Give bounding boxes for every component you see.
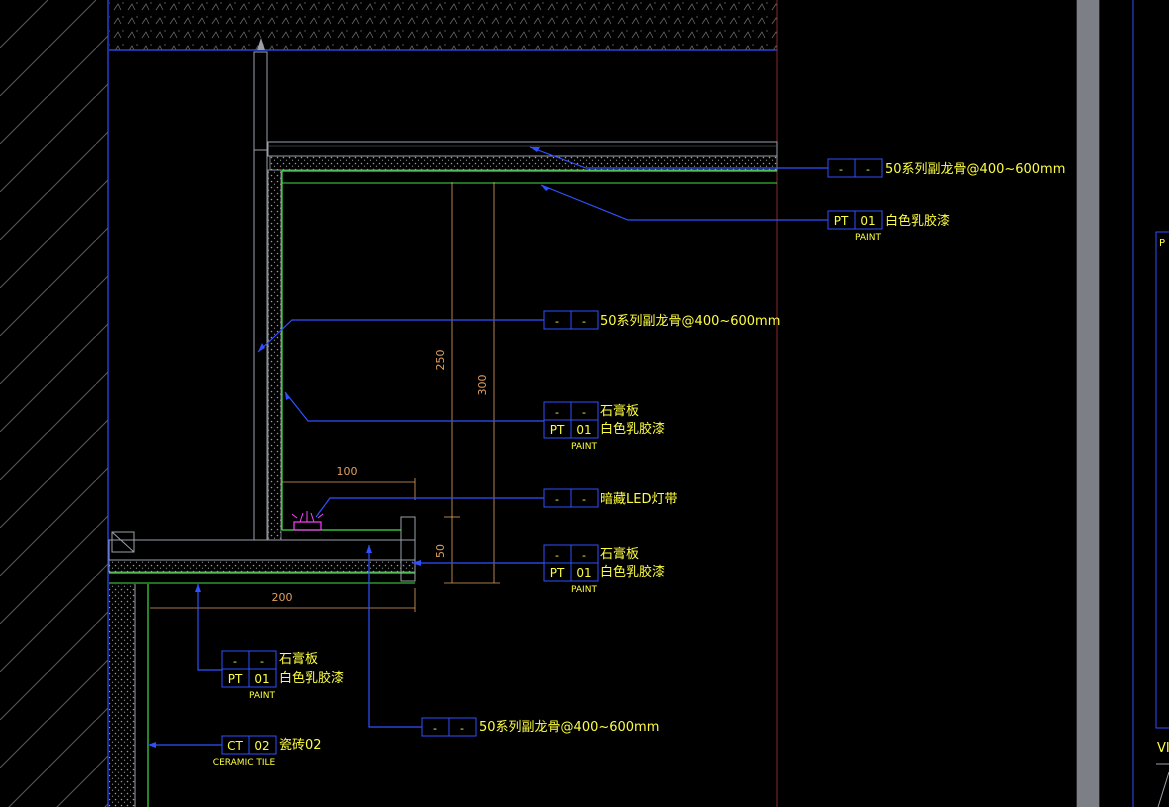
svg-text:PAINT: PAINT <box>855 233 881 243</box>
svg-text:01: 01 <box>576 566 591 580</box>
dim-50: 50 <box>434 544 447 558</box>
svg-text:白色乳胶漆: 白色乳胶漆 <box>600 564 665 580</box>
label-bottom-keel[interactable]: - - 50系列副龙骨@400~600mm <box>421 717 659 737</box>
svg-text:-: - <box>433 722 437 735</box>
label-gypsum-2[interactable]: - - PT 01 石膏板 白色乳胶漆 PAINT <box>543 544 665 595</box>
label-led[interactable]: - - 暗藏LED灯带 <box>543 488 677 508</box>
hanger-rod <box>253 51 268 541</box>
svg-text:石膏板: 石膏板 <box>600 546 639 562</box>
svg-text:01: 01 <box>254 672 269 686</box>
svg-text:01: 01 <box>860 214 875 228</box>
svg-text:PT: PT <box>834 214 849 228</box>
svg-text:01: 01 <box>576 423 591 437</box>
svg-text:02: 02 <box>254 739 269 753</box>
svg-text:PAINT: PAINT <box>571 585 597 595</box>
svg-text:CERAMIC TILE: CERAMIC TILE <box>213 758 276 768</box>
dim-100: 100 <box>337 465 358 478</box>
svg-text:-: - <box>555 406 559 419</box>
svg-text:-: - <box>582 315 586 328</box>
top-keel <box>267 141 778 157</box>
right-partial-box <box>1155 231 1169 729</box>
svg-text:50系列副龙骨@400~600mm: 50系列副龙骨@400~600mm <box>885 162 1065 177</box>
svg-text:-: - <box>582 549 586 562</box>
label-mid-keel[interactable]: - - 50系列副龙骨@400~600mm <box>543 310 780 330</box>
dim-200: 200 <box>272 591 293 604</box>
label-ceramic-tile[interactable]: CT 02 瓷砖02 CERAMIC TILE <box>213 735 322 768</box>
label-top-keel[interactable]: - - 50系列副龙骨@400~600mm <box>827 158 1065 178</box>
svg-text:50系列副龙骨@400~600mm: 50系列副龙骨@400~600mm <box>600 314 780 329</box>
svg-text:-: - <box>260 655 264 668</box>
svg-text:-: - <box>555 315 559 328</box>
svg-text:PT: PT <box>550 423 565 437</box>
vertical-scrollbar[interactable] <box>1076 0 1100 807</box>
svg-text:-: - <box>233 655 237 668</box>
svg-text:石膏板: 石膏板 <box>279 651 318 667</box>
label-top-paint[interactable]: PT 01 白色乳胶漆 PAINT <box>827 210 950 243</box>
svg-text:-: - <box>839 163 843 176</box>
svg-text:-: - <box>582 493 586 506</box>
svg-text:PAINT: PAINT <box>249 691 275 701</box>
led-strip-icon <box>291 511 324 531</box>
svg-text:50系列副龙骨@400~600mm: 50系列副龙骨@400~600mm <box>479 720 659 735</box>
right-edge-bottom-text: VI <box>1157 741 1169 756</box>
svg-text:石膏板: 石膏板 <box>600 403 639 419</box>
svg-text:-: - <box>555 549 559 562</box>
dim-300: 300 <box>476 375 489 396</box>
wall-hatch-left <box>0 0 108 807</box>
svg-text:白色乳胶漆: 白色乳胶漆 <box>885 213 950 229</box>
svg-text:白色乳胶漆: 白色乳胶漆 <box>279 670 344 686</box>
svg-text:-: - <box>460 722 464 735</box>
svg-text:-: - <box>866 163 870 176</box>
svg-text:暗藏LED灯带: 暗藏LED灯带 <box>600 492 677 507</box>
svg-text:CT: CT <box>227 739 243 753</box>
svg-text:PT: PT <box>228 672 243 686</box>
label-gypsum-1[interactable]: - - PT 01 石膏板 白色乳胶漆 PAINT <box>543 401 665 452</box>
right-edge-letter: P <box>1159 238 1165 249</box>
svg-text:白色乳胶漆: 白色乳胶漆 <box>600 421 665 437</box>
svg-text:-: - <box>582 406 586 419</box>
dim-250: 250 <box>434 350 447 371</box>
svg-text:瓷砖02: 瓷砖02 <box>279 738 322 753</box>
label-gypsum-3[interactable]: - - PT 01 石膏板 白色乳胶漆 PAINT <box>221 650 344 701</box>
svg-text:PAINT: PAINT <box>571 442 597 452</box>
svg-text:-: - <box>555 493 559 506</box>
svg-text:PT: PT <box>550 566 565 580</box>
concrete-slab <box>109 0 777 50</box>
